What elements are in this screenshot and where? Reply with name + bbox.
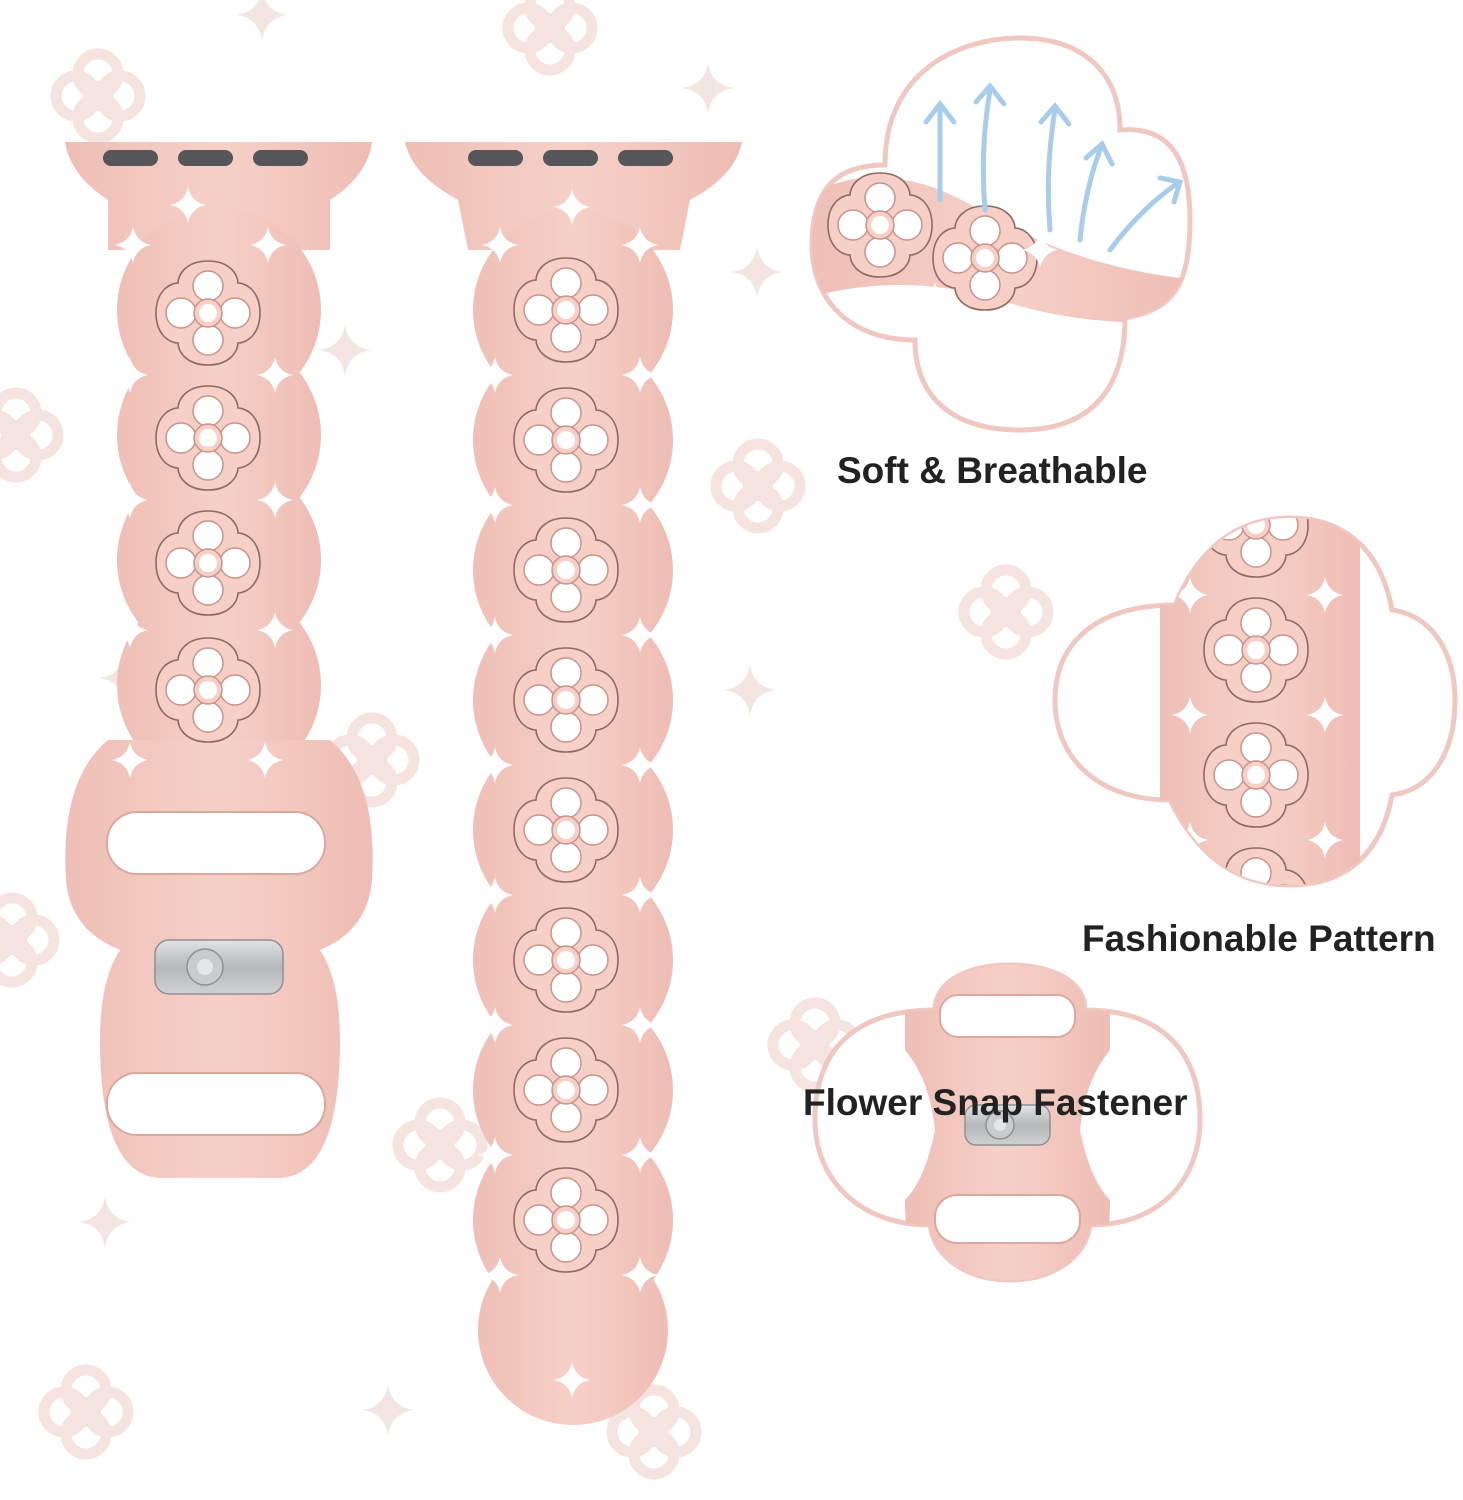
connector-slot-icon	[543, 150, 598, 166]
connector-slot-icon	[178, 150, 233, 166]
feature-label-flower-snap-fastener: Flower Snap Fastener	[803, 1082, 1188, 1123]
feature-label-soft-breathable: Soft & Breathable	[837, 450, 1148, 491]
feature-pattern-illustration	[1052, 515, 1458, 888]
long-strap	[405, 142, 742, 1425]
connector-slot-icon	[253, 150, 308, 166]
airflow-arrows-icon	[923, 82, 1184, 253]
connector-slot-icon	[103, 150, 158, 166]
connector-slot-icon	[468, 150, 523, 166]
connector-slot-icon	[618, 150, 673, 166]
short-strap	[65, 142, 373, 1178]
feature-label-fashionable-pattern: Fashionable Pattern	[1082, 918, 1436, 959]
feature-snap-illustration	[812, 962, 1203, 1283]
feature-soft-breathable-illustration	[809, 35, 1193, 433]
